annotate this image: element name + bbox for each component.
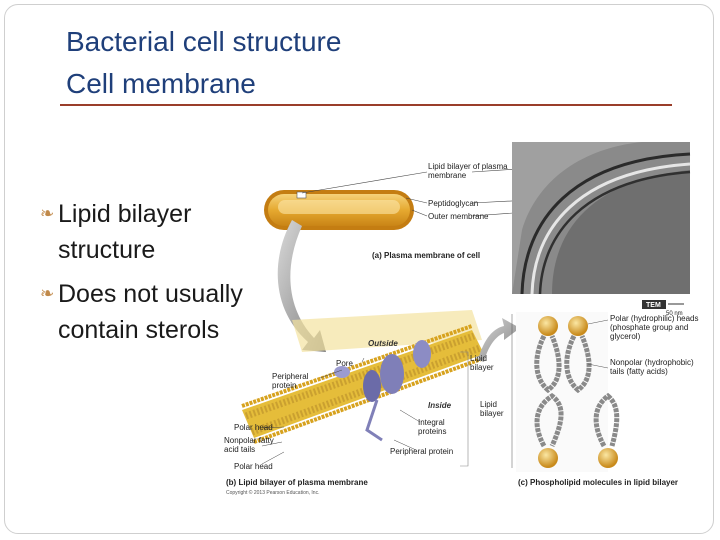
scale-bar-label: 50 nm bbox=[666, 311, 683, 317]
membrane-bilayer-illustration bbox=[241, 310, 485, 444]
slide-subtitle: Cell membrane bbox=[66, 68, 256, 99]
label-outer-membrane: Outer membrane bbox=[428, 212, 489, 221]
bullet-text: Does not usually contain sterols bbox=[58, 280, 243, 344]
label-lipid-bilayer-1: Lipid bilayer bbox=[470, 354, 494, 372]
caption-a: (a) Plasma membrane of cell bbox=[372, 251, 480, 260]
label-polar-heads: Polar (hydrophilic) heads (phosphate gro… bbox=[610, 314, 699, 341]
label-peptidoglycan: Peptidoglycan bbox=[428, 199, 478, 208]
slide-frame bbox=[4, 4, 714, 534]
label-nonpolar-tails-c: Nonpolar (hydrophobic) tails (fatty acid… bbox=[610, 358, 694, 376]
slide-title: Bacterial cell structure bbox=[66, 26, 342, 57]
bacterium-illustration bbox=[264, 190, 414, 230]
label-peripheral-protein-2: Peripheral protein bbox=[390, 447, 453, 456]
label-peripheral-protein: Peripheral protein bbox=[272, 372, 309, 390]
bullet-item: ❧ Lipid bilayer structure bbox=[40, 196, 270, 268]
leader-lines-b bbox=[261, 357, 421, 465]
label-pore: Pore bbox=[336, 359, 353, 368]
leader-lines-c bbox=[511, 314, 609, 468]
caption-c: (c) Phospholipid molecules in lipid bila… bbox=[518, 478, 678, 487]
label-lipid-bilayer-2: Lipid bilayer bbox=[480, 400, 504, 418]
cell-membrane-figure: Lipid bilayer of plasma membrane Peptido… bbox=[224, 142, 699, 496]
label-integral-proteins: Integral proteins bbox=[418, 418, 447, 436]
tem-micrograph: TEM 50 nm bbox=[512, 142, 691, 317]
copyright-text: Copyright © 2013 Pearson Education, Inc. bbox=[226, 489, 319, 496]
lipid-bilayer-markers: Lipid bilayer Lipid bilayer bbox=[460, 351, 504, 467]
caption-b: (b) Lipid bilayer of plasma membrane bbox=[226, 478, 368, 487]
labels-c: Polar (hydrophilic) heads (phosphate gro… bbox=[518, 314, 699, 487]
down-arrow-icon bbox=[277, 220, 326, 352]
bullet-text: Lipid bilayer structure bbox=[58, 200, 192, 264]
label-polar-head-2: Polar head bbox=[234, 462, 273, 471]
labels-b: Outside Pore Peripheral protein Inside P… bbox=[224, 339, 453, 496]
label-outside: Outside bbox=[368, 339, 398, 348]
labels-a: Lipid bilayer of plasma membrane Peptido… bbox=[372, 162, 508, 260]
bullet-item: ❧ Does not usually contain sterols bbox=[40, 276, 270, 348]
label-inside: Inside bbox=[428, 401, 452, 410]
label-lipid-bilayer-plasma: Lipid bilayer of plasma membrane bbox=[428, 162, 508, 180]
right-arrow-icon bbox=[478, 318, 520, 362]
title-divider bbox=[60, 104, 672, 106]
phospholipid-molecules-illustration bbox=[511, 312, 620, 472]
label-polar-head: Polar head bbox=[234, 423, 273, 432]
bullet-marker-icon: ❧ bbox=[40, 284, 55, 303]
bullet-marker-icon: ❧ bbox=[40, 204, 55, 223]
tem-badge: TEM bbox=[646, 302, 661, 309]
label-nonpolar-tails: Nonpolar fatty acid tails bbox=[224, 436, 274, 454]
bullet-list: ❧ Lipid bilayer structure ❧ Does not usu… bbox=[40, 196, 270, 356]
